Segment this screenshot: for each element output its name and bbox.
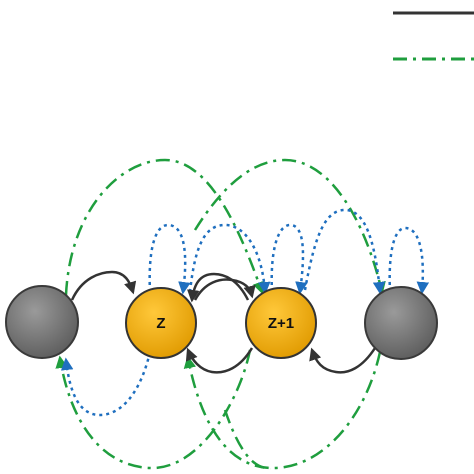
solid-arrow-z-to-z1 — [193, 278, 256, 301]
solid-arrow-right-to-z1 — [309, 347, 377, 374]
dotted-arc-z-to-z1 — [188, 223, 271, 295]
solid-arrow-left-to-z — [70, 270, 137, 301]
dashdot-curve-z1-to-left-lower — [55, 349, 252, 470]
node-z — [125, 287, 197, 359]
dotted-arc-z1-to-right — [303, 208, 386, 295]
dashdot-curve-z-to-right-upper — [193, 158, 386, 295]
nodes: Z Z+1 — [5, 285, 438, 360]
dotted-arc-z-to-left — [60, 351, 152, 417]
legend — [393, 11, 474, 61]
node-z-label: Z — [156, 315, 165, 332]
solid-transitions — [70, 270, 377, 374]
node-z1-label: Z+1 — [268, 315, 294, 332]
solid-arrow-z1-to-z-lower — [185, 347, 254, 374]
dotted-loop-right — [388, 226, 430, 295]
node-z1 — [245, 287, 317, 359]
dotted-loop-z1 — [270, 223, 308, 295]
dashdot-transitions-lower — [55, 349, 382, 470]
dashdot-curve-right-to-z-lower — [183, 351, 382, 470]
dashdot-curve-z-to-z1-cross — [223, 409, 271, 470]
solid-arrow-z1-to-z — [187, 272, 250, 303]
dotted-transitions — [60, 208, 430, 417]
dotted-loop-z — [148, 223, 191, 295]
dashdot-curve-left-to-z1-upper — [64, 158, 265, 296]
node-left — [5, 285, 79, 359]
dashdot-transitions-upper — [64, 158, 386, 296]
node-right — [364, 286, 438, 360]
